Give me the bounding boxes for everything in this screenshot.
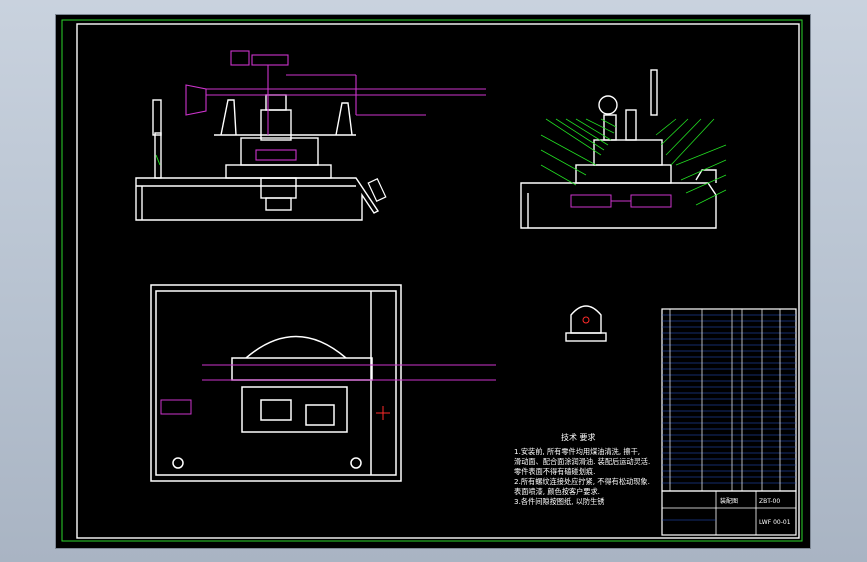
notes-title: 技术 要求: [561, 432, 596, 442]
detail-view[interactable]: [565, 305, 607, 342]
side-view[interactable]: [520, 69, 717, 229]
notes-line: 零件表面不得有磕碰划痕.: [514, 467, 595, 476]
sheet-inner-border: [76, 23, 800, 539]
title-block-part-name: 装配图: [720, 497, 738, 505]
front-view[interactable]: [135, 94, 380, 221]
notes-line: 滑动面、配合面涂润滑油. 装配后运动灵活.: [514, 457, 650, 466]
sheet-outer-border: [61, 19, 803, 542]
top-view-center-mark: [376, 406, 390, 420]
front-view-leader: [155, 154, 161, 166]
top-view[interactable]: [150, 284, 402, 482]
side-view-leaders: [540, 118, 727, 206]
title-block-drawing-no: ZBT-00: [759, 498, 780, 505]
side-view-hidden: [570, 194, 672, 208]
technical-notes: 技术 要求 1.安装前, 所有零件均用煤油清洗, 擦干, 滑动面、配合面涂润滑油…: [514, 432, 650, 506]
notes-line: 1.安装前, 所有零件均用煤油清洗, 擦干,: [514, 447, 640, 456]
notes-line: 2.所有螺纹连接处应拧紧, 不得有松动现象.: [514, 477, 650, 486]
front-view-handle[interactable]: [367, 178, 387, 202]
notes-line: 3.各件间隙按图纸, 以防生锈: [514, 497, 605, 506]
top-view-hidden: [160, 364, 496, 415]
parts-list-table[interactable]: [661, 308, 797, 492]
title-block-school: LWF 00-01: [759, 519, 791, 526]
notes-line: 表面喷漆, 颜色按客户要求.: [514, 487, 600, 496]
cad-viewport[interactable]: 技术 要求 1.安装前, 所有零件均用煤油清洗, 擦干, 滑动面、配合面涂润滑油…: [56, 15, 810, 548]
detail-view-mark: [582, 316, 590, 324]
title-block[interactable]: 装配图 ZBT-00 LWF 00-01: [661, 490, 797, 536]
front-view-hidden: [185, 50, 486, 161]
drawing-canvas[interactable]: 技术 要求 1.安装前, 所有零件均用煤油清洗, 擦干, 滑动面、配合面涂润滑油…: [56, 15, 810, 548]
